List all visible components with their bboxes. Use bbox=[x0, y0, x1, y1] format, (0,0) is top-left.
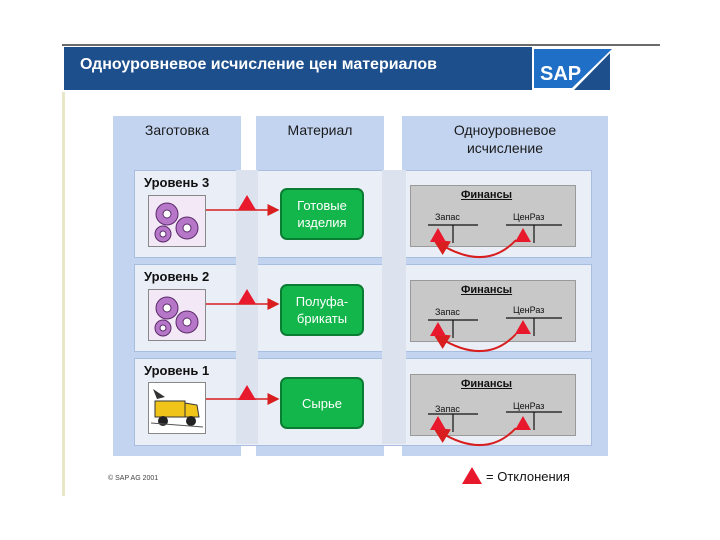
finance-title: Финансы bbox=[461, 378, 513, 390]
variance-triangle bbox=[430, 228, 446, 242]
variance-triangle bbox=[430, 322, 446, 336]
variance-flow-arrow bbox=[433, 427, 517, 446]
title-bar bbox=[64, 47, 610, 90]
stock-label: Запас bbox=[435, 212, 460, 222]
column-material-title: Материал bbox=[287, 122, 353, 138]
column-procurement-title: Заготовка bbox=[144, 122, 210, 138]
variance-triangle bbox=[515, 320, 531, 334]
price-diff-label: ЦенРаз bbox=[513, 305, 545, 315]
top-rule bbox=[62, 44, 660, 46]
material-label: Сырье bbox=[302, 395, 342, 411]
material-label: брикаты bbox=[296, 311, 348, 326]
sap-logo-text: SAP bbox=[540, 63, 581, 85]
level-label-2: Уровень 2 bbox=[144, 269, 210, 284]
truck-icon bbox=[148, 382, 206, 434]
material-box-3: Готовые изделия bbox=[280, 188, 364, 240]
material-label: изделия bbox=[297, 215, 347, 230]
left-rule bbox=[62, 92, 65, 496]
material-label: Готовые bbox=[297, 198, 347, 213]
variance-flow-arrow bbox=[433, 239, 517, 258]
slide-title: Одноуровневое исчисление цен материалов bbox=[80, 56, 438, 73]
material-label: Полуфа- bbox=[295, 294, 349, 309]
variance-triangle bbox=[430, 416, 446, 430]
variance-triangle bbox=[515, 228, 531, 242]
column-costing-title-2: исчисление bbox=[466, 140, 544, 156]
stock-label: Запас bbox=[435, 404, 460, 414]
stock-label: Запас bbox=[435, 307, 460, 317]
level-label-1: Уровень 1 bbox=[144, 363, 210, 378]
band-divider bbox=[236, 170, 258, 444]
band-divider bbox=[382, 170, 406, 444]
gears-icon bbox=[148, 195, 206, 247]
level-label-3: Уровень 3 bbox=[144, 175, 210, 190]
column-costing-title-1: Одноуровневое bbox=[453, 122, 557, 138]
legend-triangle-icon bbox=[462, 467, 482, 484]
variance-triangle bbox=[515, 416, 531, 430]
variance-triangle bbox=[238, 289, 256, 304]
gears-icon bbox=[148, 289, 206, 341]
finance-title: Финансы bbox=[461, 284, 513, 296]
material-box-1: Сырье bbox=[280, 377, 364, 429]
legend-text: = Отклонения bbox=[486, 469, 570, 484]
price-diff-label: ЦенРаз bbox=[513, 401, 545, 411]
finance-title: Финансы bbox=[461, 189, 513, 201]
sap-logo: SAP bbox=[532, 47, 616, 90]
variance-flow-arrow bbox=[433, 333, 517, 352]
price-diff-label: ЦенРаз bbox=[513, 212, 545, 222]
variance-triangle bbox=[238, 195, 256, 210]
finance-box-2: Финансы Запас ЦенРаз bbox=[410, 280, 576, 342]
copyright: © SAP AG 2001 bbox=[108, 475, 159, 482]
material-box-2: Полуфа-брикаты bbox=[280, 284, 364, 336]
variance-triangle bbox=[238, 385, 256, 400]
